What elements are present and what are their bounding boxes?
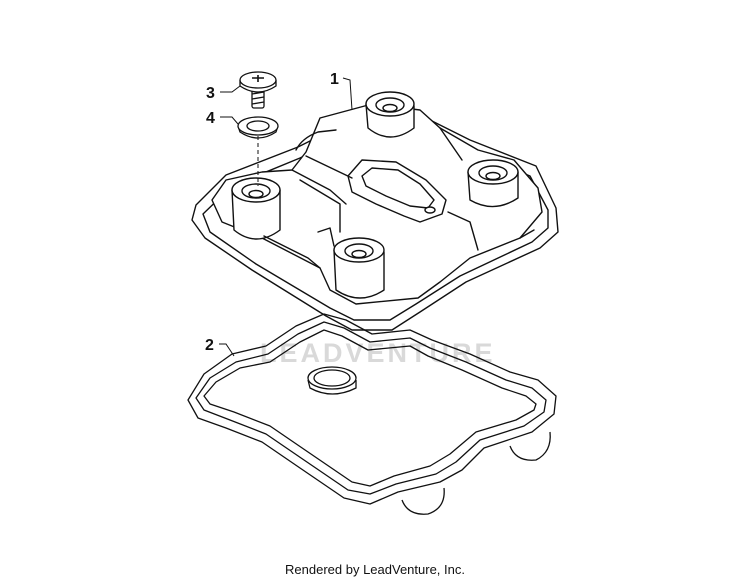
bolt-part-3[interactable]	[239, 71, 277, 109]
valve-cover-part-1[interactable]	[191, 91, 559, 331]
callout-3: 3	[206, 85, 215, 102]
footer-credit: Rendered by LeadVenture, Inc.	[285, 562, 465, 577]
callouts	[219, 77, 353, 357]
watermark-text: LEADVENTURE	[260, 338, 496, 368]
callout-2: 2	[205, 337, 214, 354]
leader-line-1	[342, 77, 353, 111]
callout-1: 1	[330, 71, 339, 88]
washer-part-4[interactable]	[237, 116, 279, 139]
callout-4: 4	[206, 110, 215, 127]
valve-cover-gasket-part-2[interactable]	[187, 313, 557, 515]
leader-line-3	[220, 85, 241, 93]
leader-line-4	[220, 116, 239, 125]
leader-line-2	[219, 343, 235, 357]
